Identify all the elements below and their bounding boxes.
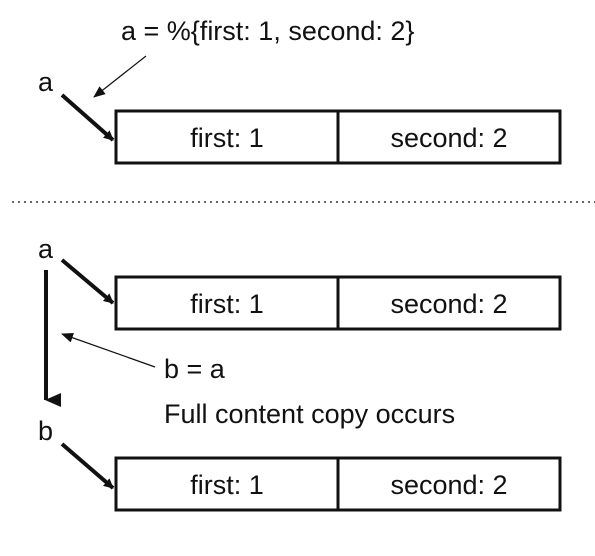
bottom-variable-a: a	[38, 234, 54, 264]
bottom-variable-b: b	[38, 416, 53, 446]
top-variable-a: a	[38, 67, 54, 97]
a-map-box: first: 1 second: 2	[114, 275, 562, 331]
assignment-pointer-arrow	[93, 55, 147, 98]
a-reference-arrow-top	[60, 93, 115, 142]
b-map-first-text: first: 1	[190, 470, 264, 500]
bottom-assignment-label: b = a	[164, 354, 226, 384]
copy-note: Full content copy occurs	[164, 399, 455, 429]
a-map-second-text: second: 2	[390, 289, 507, 319]
top-map-cell-second	[336, 109, 562, 165]
top-map-cell-first	[114, 109, 340, 165]
b-map-box: first: 1 second: 2	[114, 456, 562, 512]
a-map-cell-second	[336, 275, 562, 331]
top-map-box: first: 1 second: 2	[114, 109, 562, 165]
b-reference-arrow	[60, 442, 115, 490]
b-map-cell-first	[114, 456, 340, 512]
a-map-first-text: first: 1	[190, 289, 264, 319]
a-reference-arrow-bottom	[60, 258, 115, 305]
b-map-cell-second	[336, 456, 562, 512]
top-map-first-text: first: 1	[190, 123, 264, 153]
b-map-second-text: second: 2	[390, 470, 507, 500]
top-assignment-label: a = %{first: 1, second: 2}	[121, 16, 414, 46]
copy-pointer-arrow	[61, 332, 156, 368]
top-map-second-text: second: 2	[390, 123, 507, 153]
